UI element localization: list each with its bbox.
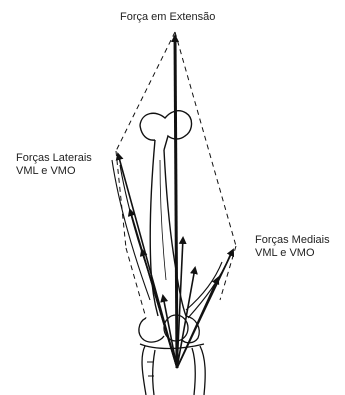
lateral-forces-muscles: VML e VMO <box>16 165 92 178</box>
lateral-forces-title: Forças Laterais <box>16 152 92 165</box>
extension-force-arrow <box>175 36 177 368</box>
lateral-forces-label: Forças Laterais VML e VMO <box>16 152 92 178</box>
lateral-force-arrows <box>118 154 177 368</box>
medial-forces-title: Forças Mediais <box>255 234 330 247</box>
extension-force-label: Força em Extensão <box>120 11 215 24</box>
medial-forces-muscles: VML e VMO <box>255 247 330 260</box>
medial-force-arrows <box>177 238 233 368</box>
femur-bone <box>140 111 192 316</box>
medial-forces-label: Forças Mediais VML e VMO <box>255 234 330 260</box>
